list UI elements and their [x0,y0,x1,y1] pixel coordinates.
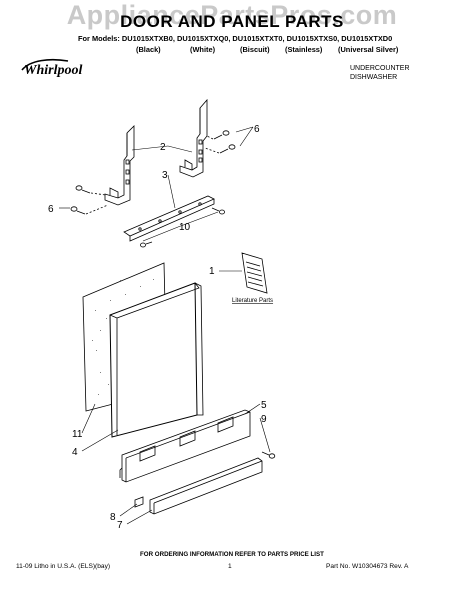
callout-10: 10 [179,222,191,233]
callout-5: 5 [261,400,267,411]
variant-black: (Black) [136,45,161,54]
product-subtitle: UNDERCOUNTER DISHWASHER [350,64,440,82]
screw-lower-a [75,185,107,196]
literature-parts-label: Literature Parts [232,298,273,304]
toe-panel-screw [261,451,276,459]
variant-stainless: (Stainless) [285,45,323,54]
litho-info: 11-09 Litho in U.S.A. (ELS)(bay) [16,563,111,570]
callout-1: 1 [209,266,215,277]
subtitle-line-1: UNDERCOUNTER [350,65,410,72]
leader-lines [59,126,271,525]
callout-4: 4 [72,447,78,458]
watermark-text: AppliancePartsPros.com [66,0,398,30]
page-number: 1 [228,563,232,570]
rail-screw-right [211,207,225,215]
variant-white: (White) [190,45,216,54]
access-panel-strip [149,457,263,515]
callout-2: 2 [160,142,166,153]
brand-name: Whirlpool [24,63,82,77]
screw-upper-b [204,144,236,154]
callout-8: 8 [110,512,116,523]
subtitle-line-2: DISHWASHER [350,74,398,81]
callout-9: 9 [261,414,267,425]
screw-lower-b [70,204,109,215]
variant-biscuit: (Biscuit) [240,45,270,54]
models-line: For Models: DU1015XTXB0, DU1015XTXQ0, DU… [78,34,393,43]
callout-6-upper: 6 [254,124,260,135]
ordering-note: FOR ORDERING INFORMATION REFER TO PARTS … [140,551,324,558]
literature-booklet [241,252,268,294]
mounting-rail [123,195,215,242]
page-title: DOOR AND PANEL PARTS [120,12,344,31]
callout-3: 3 [162,170,168,181]
callout-7: 7 [117,520,123,531]
callout-11: 11 [72,429,83,440]
outer-door-panel [109,282,204,438]
rail-screw-left [140,241,153,248]
callout-6-lower: 6 [48,204,54,215]
part-number: Part No. W10304673 Rev. A [326,563,409,570]
hinge-bracket-left [104,125,135,206]
access-panel-clip [134,496,144,508]
whirlpool-logo: Whirlpool [21,58,82,77]
hinge-bracket-right [179,98,208,178]
lower-toe-panel [119,409,251,483]
variant-universal-silver: (Universal Silver) [338,45,399,54]
screw-upper-a [206,130,230,140]
